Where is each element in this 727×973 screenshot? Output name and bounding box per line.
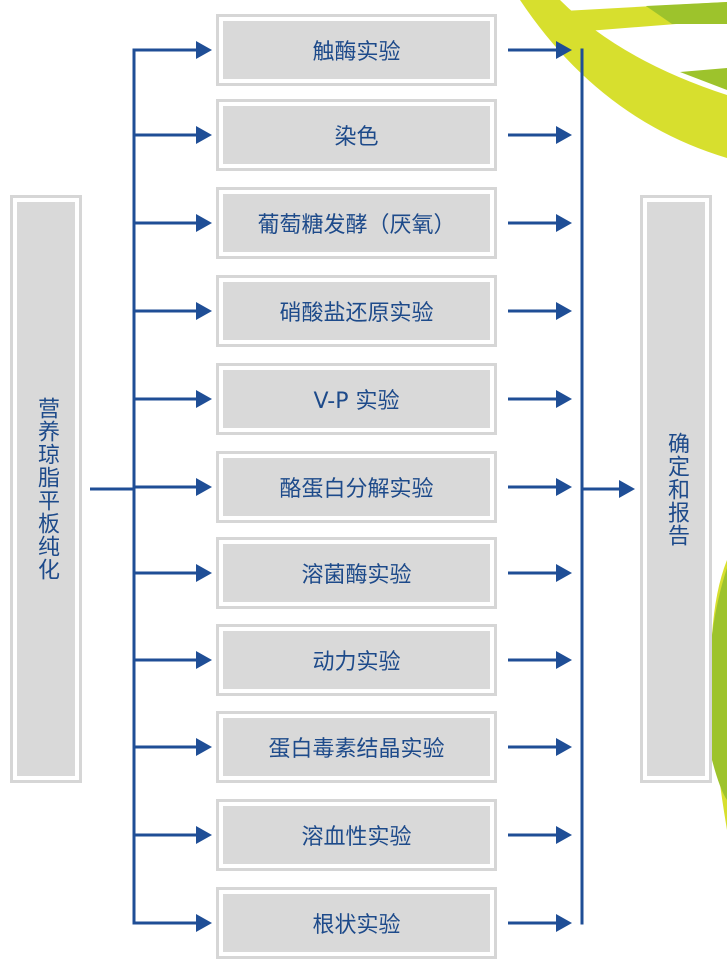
start-node: 营养琼脂平板纯化 <box>10 195 82 783</box>
test-label: 硝酸盐还原实验 <box>223 282 490 340</box>
test-label: 根状实验 <box>223 894 490 952</box>
arrow-head-icon <box>619 480 635 498</box>
arrow-head-icon <box>556 478 572 496</box>
arrow-head-icon <box>196 564 212 582</box>
test-node: 溶菌酶实验 <box>216 537 497 609</box>
test-node: 蛋白毒素结晶实验 <box>216 711 497 783</box>
start-label: 营养琼脂平板纯化 <box>17 202 75 776</box>
test-label: V-P 实验 <box>223 370 490 428</box>
test-label: 动力实验 <box>223 631 490 689</box>
arrow-head-icon <box>196 302 212 320</box>
arrow-head-icon <box>556 126 572 144</box>
end-node: 确定和报告 <box>640 195 712 783</box>
test-node: 动力实验 <box>216 624 497 696</box>
test-label: 染色 <box>223 106 490 164</box>
test-node: 溶血性实验 <box>216 799 497 871</box>
arrow-head-icon <box>556 651 572 669</box>
arrow-head-icon <box>556 214 572 232</box>
test-label: 酪蛋白分解实验 <box>223 458 490 516</box>
test-label: 蛋白毒素结晶实验 <box>223 718 490 776</box>
arrow-head-icon <box>196 826 212 844</box>
test-label: 触酶实验 <box>223 21 490 79</box>
arrow-head-icon <box>196 478 212 496</box>
test-node: 硝酸盐还原实验 <box>216 275 497 347</box>
test-node: 染色 <box>216 99 497 171</box>
test-label: 葡萄糖发酵（厌氧） <box>223 194 490 252</box>
test-node: 触酶实验 <box>216 14 497 86</box>
arrow-head-icon <box>556 302 572 320</box>
test-node: 葡萄糖发酵（厌氧） <box>216 187 497 259</box>
arrow-head-icon <box>196 914 212 932</box>
arrow-head-icon <box>196 390 212 408</box>
arrow-head-icon <box>556 826 572 844</box>
test-node: V-P 实验 <box>216 363 497 435</box>
arrow-head-icon <box>196 651 212 669</box>
arrow-head-icon <box>196 738 212 756</box>
arrow-head-icon <box>196 126 212 144</box>
test-node: 根状实验 <box>216 887 497 959</box>
test-node: 酪蛋白分解实验 <box>216 451 497 523</box>
test-label: 溶菌酶实验 <box>223 544 490 602</box>
arrow-head-icon <box>556 738 572 756</box>
arrow-head-icon <box>556 390 572 408</box>
arrow-head-icon <box>196 41 212 59</box>
arrow-head-icon <box>556 564 572 582</box>
end-label: 确定和报告 <box>647 202 705 776</box>
test-label: 溶血性实验 <box>223 806 490 864</box>
arrow-head-icon <box>196 214 212 232</box>
arrow-head-icon <box>556 41 572 59</box>
arrow-head-icon <box>556 914 572 932</box>
